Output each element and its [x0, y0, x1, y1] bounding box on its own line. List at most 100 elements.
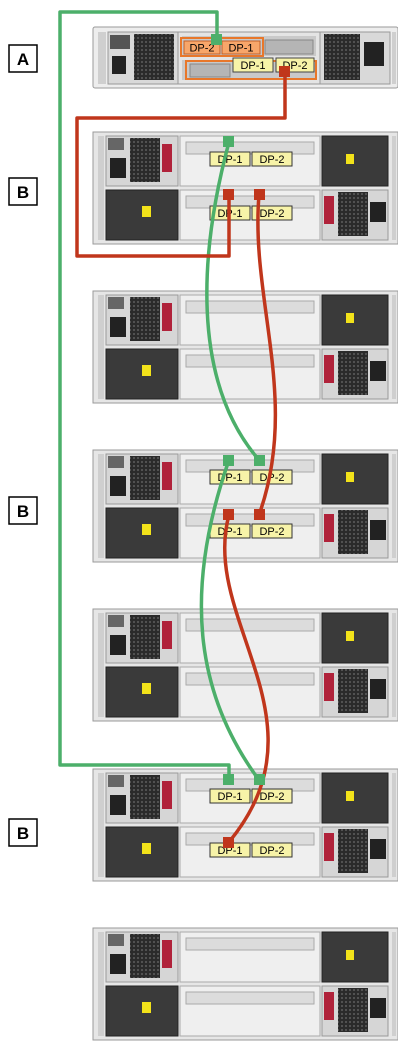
io-port-strip-bottom — [185, 672, 315, 686]
port-box-dp2 — [251, 788, 293, 804]
psu-latch-red — [162, 144, 172, 172]
port-box-dp2 — [251, 842, 293, 858]
rack-ear-left — [98, 454, 104, 558]
psu-latch-red-bottom — [324, 355, 334, 383]
latch-yellow-bottom — [142, 206, 151, 217]
io-port-strip-bottom — [185, 354, 315, 368]
label-b-2: B — [17, 502, 29, 521]
fan-vent-bottom — [338, 192, 368, 236]
enclosure-3-port-dp2-lower: DP-2 — [259, 526, 284, 538]
disk-enclosure-2 — [92, 290, 398, 404]
power-inlet — [110, 476, 126, 496]
cable-red-controller-loop — [75, 68, 287, 258]
label-a-box — [8, 44, 38, 73]
enclosure-3-port-dp2-upper: DP-2 — [259, 472, 284, 484]
psu-top-right — [321, 612, 389, 664]
rack-ear-left — [98, 295, 104, 399]
fan-vent-bottom — [338, 829, 368, 873]
fan-vent-bottom — [338, 669, 368, 713]
fan-vent-bottom — [338, 988, 368, 1032]
latch-yellow-top — [346, 313, 354, 323]
fan-vent — [130, 456, 160, 500]
power-inlet-bottom — [370, 520, 386, 540]
power-inlet-bottom — [370, 202, 386, 222]
psu-top-right — [321, 772, 389, 824]
cable-red-1-to-4 — [256, 193, 278, 517]
io-port-strip — [185, 937, 315, 951]
psu-switch — [108, 775, 124, 787]
latch-yellow-top — [346, 631, 354, 641]
power-inlet — [110, 795, 126, 815]
latch-yellow-top — [346, 791, 354, 801]
fan-vent-bottom — [338, 510, 368, 554]
cable-green-controller-loop — [58, 10, 231, 782]
enclosure-1-port-dp2-upper: DP-2 — [259, 154, 284, 166]
psu-top-right — [321, 931, 389, 983]
cables — [58, 10, 287, 844]
rack-ear-right — [392, 932, 396, 1036]
latch-yellow-bottom — [142, 1002, 151, 1013]
cable-red-4-to-6 — [222, 513, 270, 844]
psu-switch — [108, 615, 124, 627]
io-port-strip — [185, 618, 315, 632]
power-inlet-bottom — [370, 679, 386, 699]
io-port-strip — [185, 300, 315, 314]
latch-yellow-bottom — [142, 683, 151, 694]
controller-port-dp1-label-lower: DP-1 — [240, 60, 265, 72]
psu-latch-red-bottom — [324, 673, 334, 701]
psu-latch-red — [162, 303, 172, 331]
cable-connectors — [211, 34, 290, 848]
rack-ear-right — [392, 773, 396, 877]
disk-enclosure-5 — [92, 768, 398, 882]
port-box-dp2 — [251, 523, 293, 539]
rack-ear-right — [392, 295, 396, 399]
enclosure-stack — [92, 131, 398, 1041]
latch-yellow-top — [346, 154, 354, 164]
enclosure-1-port-dp2-lower: DP-2 — [259, 208, 284, 220]
cable-green-4-to-6 — [199, 458, 261, 782]
fan-vent — [130, 775, 160, 819]
power-inlet — [110, 317, 126, 337]
rack-ear-left — [98, 932, 104, 1036]
psu-latch-red — [162, 940, 172, 968]
psu-latch-red — [162, 621, 172, 649]
port-box-dp1 — [209, 469, 251, 485]
power-inlet — [110, 158, 126, 178]
power-inlet — [110, 635, 126, 655]
psu-latch-red — [162, 462, 172, 490]
label-a: A — [17, 50, 29, 69]
psu-switch — [108, 138, 124, 150]
psu-switch — [108, 934, 124, 946]
psu-latch-red-bottom — [324, 833, 334, 861]
rack-ear-left — [98, 136, 104, 240]
port-box-dp2 — [251, 205, 293, 221]
psu-top-right — [321, 294, 389, 346]
latch-yellow-bottom — [142, 524, 151, 535]
disk-enclosure-3 — [92, 449, 398, 563]
fan-vent — [130, 138, 160, 182]
port-box-dp1 — [209, 151, 251, 167]
disk-enclosure-4 — [92, 608, 398, 722]
power-inlet-bottom — [370, 998, 386, 1018]
label-b-box-1 — [8, 177, 38, 206]
fan-vent — [130, 934, 160, 978]
fan-vent — [130, 297, 160, 341]
port-box-dp2 — [251, 151, 293, 167]
controller-port-dp1-label: DP-1 — [228, 43, 253, 55]
disk-enclosure-1 — [92, 131, 398, 245]
cable-green-1-to-4 — [205, 140, 261, 462]
enclosure-1-port-dp1-upper: DP-1 — [217, 154, 242, 166]
fan-vent-bottom — [338, 351, 368, 395]
controller-port-group-top — [180, 37, 314, 57]
psu-switch — [108, 297, 124, 309]
enclosure-5-port-dp1-upper: DP-1 — [217, 791, 242, 803]
label-b-1: B — [17, 183, 29, 202]
rack-ear-left — [98, 613, 104, 717]
latch-yellow-bottom — [142, 843, 151, 854]
port-box-dp1 — [209, 788, 251, 804]
label-b-box-2 — [8, 496, 38, 525]
fan-vent — [130, 615, 160, 659]
enclosure-5-port-dp2-upper: DP-2 — [259, 791, 284, 803]
latch-yellow-top — [346, 950, 354, 960]
label-b-3: B — [17, 824, 29, 843]
